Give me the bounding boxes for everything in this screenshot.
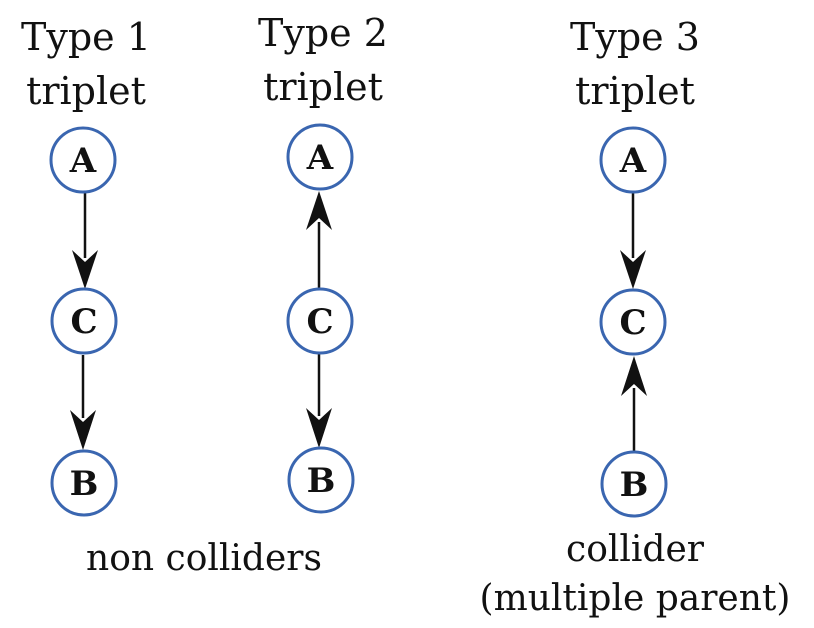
type-1-node-b: B (50, 449, 118, 517)
node-label: B (620, 465, 649, 505)
type-3-node-b: B (600, 450, 668, 518)
node-label: B (70, 464, 99, 504)
type-1-node-a: A (49, 126, 117, 194)
type-2-node-b: B (287, 446, 355, 514)
type-3-title: Type 3 (570, 15, 700, 59)
node-label: C (70, 302, 97, 342)
type-2-subtitle: triplet (263, 65, 383, 109)
type-1-title: Type 1 (21, 15, 151, 59)
node-label: A (69, 141, 97, 181)
node-label: B (307, 461, 336, 501)
type-3-edge-b-to-c (621, 356, 647, 452)
type-3-subtitle: triplet (575, 69, 695, 113)
node-label: A (306, 138, 334, 178)
type-3-edge-a-to-c (620, 193, 646, 289)
type-1-node-c: C (50, 287, 118, 355)
node-label: C (306, 302, 333, 342)
type-2-node-c: C (286, 287, 354, 355)
type-3-node-a: A (599, 126, 667, 194)
type-1-subtitle: triplet (26, 69, 146, 113)
type-1-edge-c-to-b (70, 355, 96, 450)
collider-caption: collider (566, 529, 705, 570)
node-label: A (619, 141, 647, 181)
collider-caption-note: (multiple parent) (480, 578, 791, 619)
type-2-title: Type 2 (258, 11, 388, 55)
type-2-edge-c-to-a (306, 191, 332, 288)
type-2-node-a: A (286, 123, 354, 191)
type-3-node-c: C (599, 288, 667, 356)
node-label: C (619, 303, 646, 343)
type-2-edge-c-to-b (306, 354, 332, 448)
type-1-edge-a-to-c (72, 193, 98, 289)
non-colliders-caption: non colliders (86, 538, 322, 579)
